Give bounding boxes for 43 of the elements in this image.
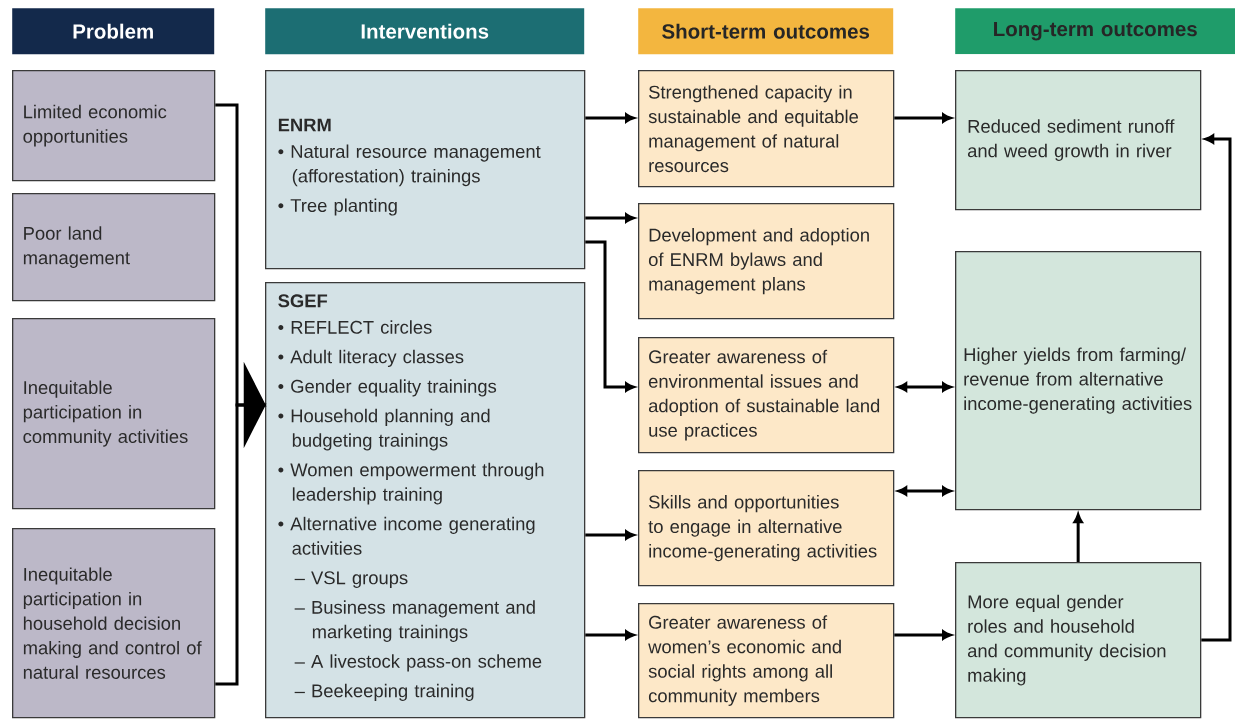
- list-item: • Women empowerment through leadership training: [278, 462, 544, 505]
- outcome-box: More equal gender roles and household and community decision making: [955, 562, 1202, 719]
- problem-box: Inequitable participation in household decision making and control of natural resources: [12, 528, 216, 719]
- problem-box: Inequitable participation in community activities: [12, 318, 216, 510]
- header-band: Long-term outcomes: [955, 8, 1235, 55]
- list-item: – VSL groups: [294, 571, 408, 588]
- arrow: [585, 240, 635, 392]
- arrow: [894, 630, 952, 640]
- list-item: • Household planning and budgeting trainings: [278, 408, 490, 451]
- list-item: – Beekeeping training: [294, 683, 474, 701]
- outcome-box: Greater awareness of women’s economic and social rights among all community members: [638, 603, 895, 719]
- problem-box: Limited economic opportunities: [12, 70, 216, 182]
- list-item: • Gender equality trainings: [278, 379, 497, 397]
- list-heading: ENRM: [278, 118, 331, 132]
- list-heading: SGEF: [278, 294, 328, 308]
- arrow: [585, 530, 635, 540]
- arrow: [1073, 513, 1083, 562]
- problem-box: Poor land management: [12, 193, 216, 302]
- arrow: [585, 630, 635, 640]
- list-item: • REFLECT circles: [278, 320, 432, 334]
- outcome-box: Greater awareness of environmental issues and adoption of sustainable land use practices: [638, 337, 895, 454]
- list-item: – A livestock pass-on scheme: [294, 654, 542, 672]
- intervention-box: [265, 282, 586, 719]
- outcome-box: Higher yields from farming/ revenue from alternative income-generating activities: [955, 251, 1202, 511]
- arrow: [585, 213, 635, 223]
- list-item: – Business management and marketing trainings: [294, 600, 535, 642]
- list-item: • Natural resource management (afforestation) trainings: [278, 144, 541, 187]
- header-band: Interventions: [265, 8, 585, 55]
- arrow: [897, 382, 952, 392]
- outcome-box: Reduced sediment runoff and weed growth in river: [955, 70, 1202, 211]
- list-item: • Alternative income generating activities: [278, 516, 535, 555]
- list-item: • Adult literacy classes: [278, 349, 464, 367]
- arrow: [585, 113, 635, 123]
- header-band: Problem: [12, 8, 215, 55]
- arrow: [894, 113, 952, 123]
- outcome-box: Development and adoption of ENRM bylaws and management plans: [638, 203, 895, 320]
- list-item: • Tree planting: [278, 198, 397, 216]
- outcome-box: Skills and opportunities to engage in alternative income-generating activities: [638, 470, 895, 587]
- arrow: [1201, 134, 1232, 642]
- outcome-box: Strengthened capacity in sustainable and equitable management of natural resources: [638, 70, 895, 188]
- intervention-box: [265, 70, 586, 270]
- arrow: [897, 486, 952, 496]
- header-band: Short-term outcomes: [638, 8, 894, 55]
